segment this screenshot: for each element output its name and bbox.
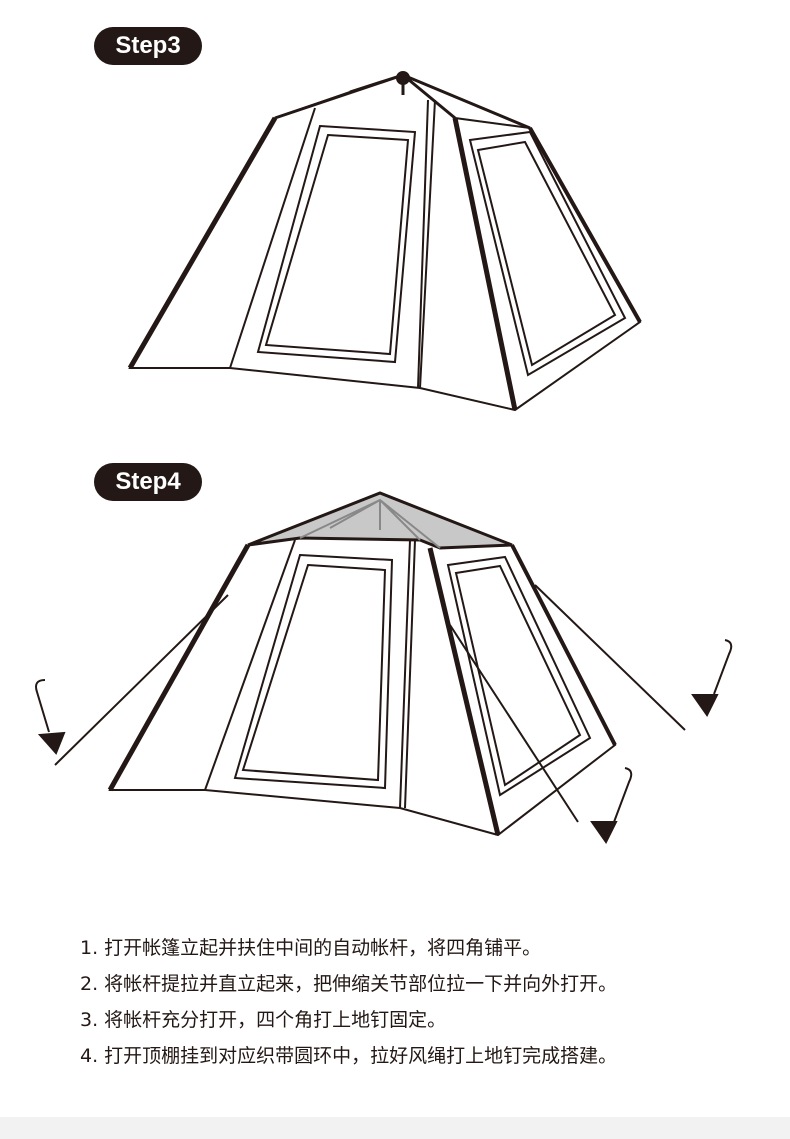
- instruction-3: 3. 将帐杆充分打开，四个角打上地钉固定。: [80, 1009, 447, 1031]
- step4-tent-illustration: [35, 491, 733, 844]
- instruction-4: 4. 打开顶棚挂到对应织带圆环中，拉好风绳打上地钉完成搭建。: [80, 1045, 618, 1067]
- step3-tent-illustration: [127, 71, 642, 412]
- step3-badge: Step3: [94, 27, 202, 65]
- instruction-list: 1. 打开帐篷立起并扶住中间的自动帐杆，将四角铺平。 2. 将帐杆提拉并直立起来…: [80, 930, 617, 1074]
- instruction-1: 1. 打开帐篷立起并扶住中间的自动帐杆，将四角铺平。: [80, 937, 542, 959]
- footer-band: [0, 1117, 790, 1139]
- step4-badge: Step4: [94, 463, 202, 501]
- instruction-2: 2. 将帐杆提拉并直立起来，把伸缩关节部位拉一下并向外打开。: [80, 973, 618, 995]
